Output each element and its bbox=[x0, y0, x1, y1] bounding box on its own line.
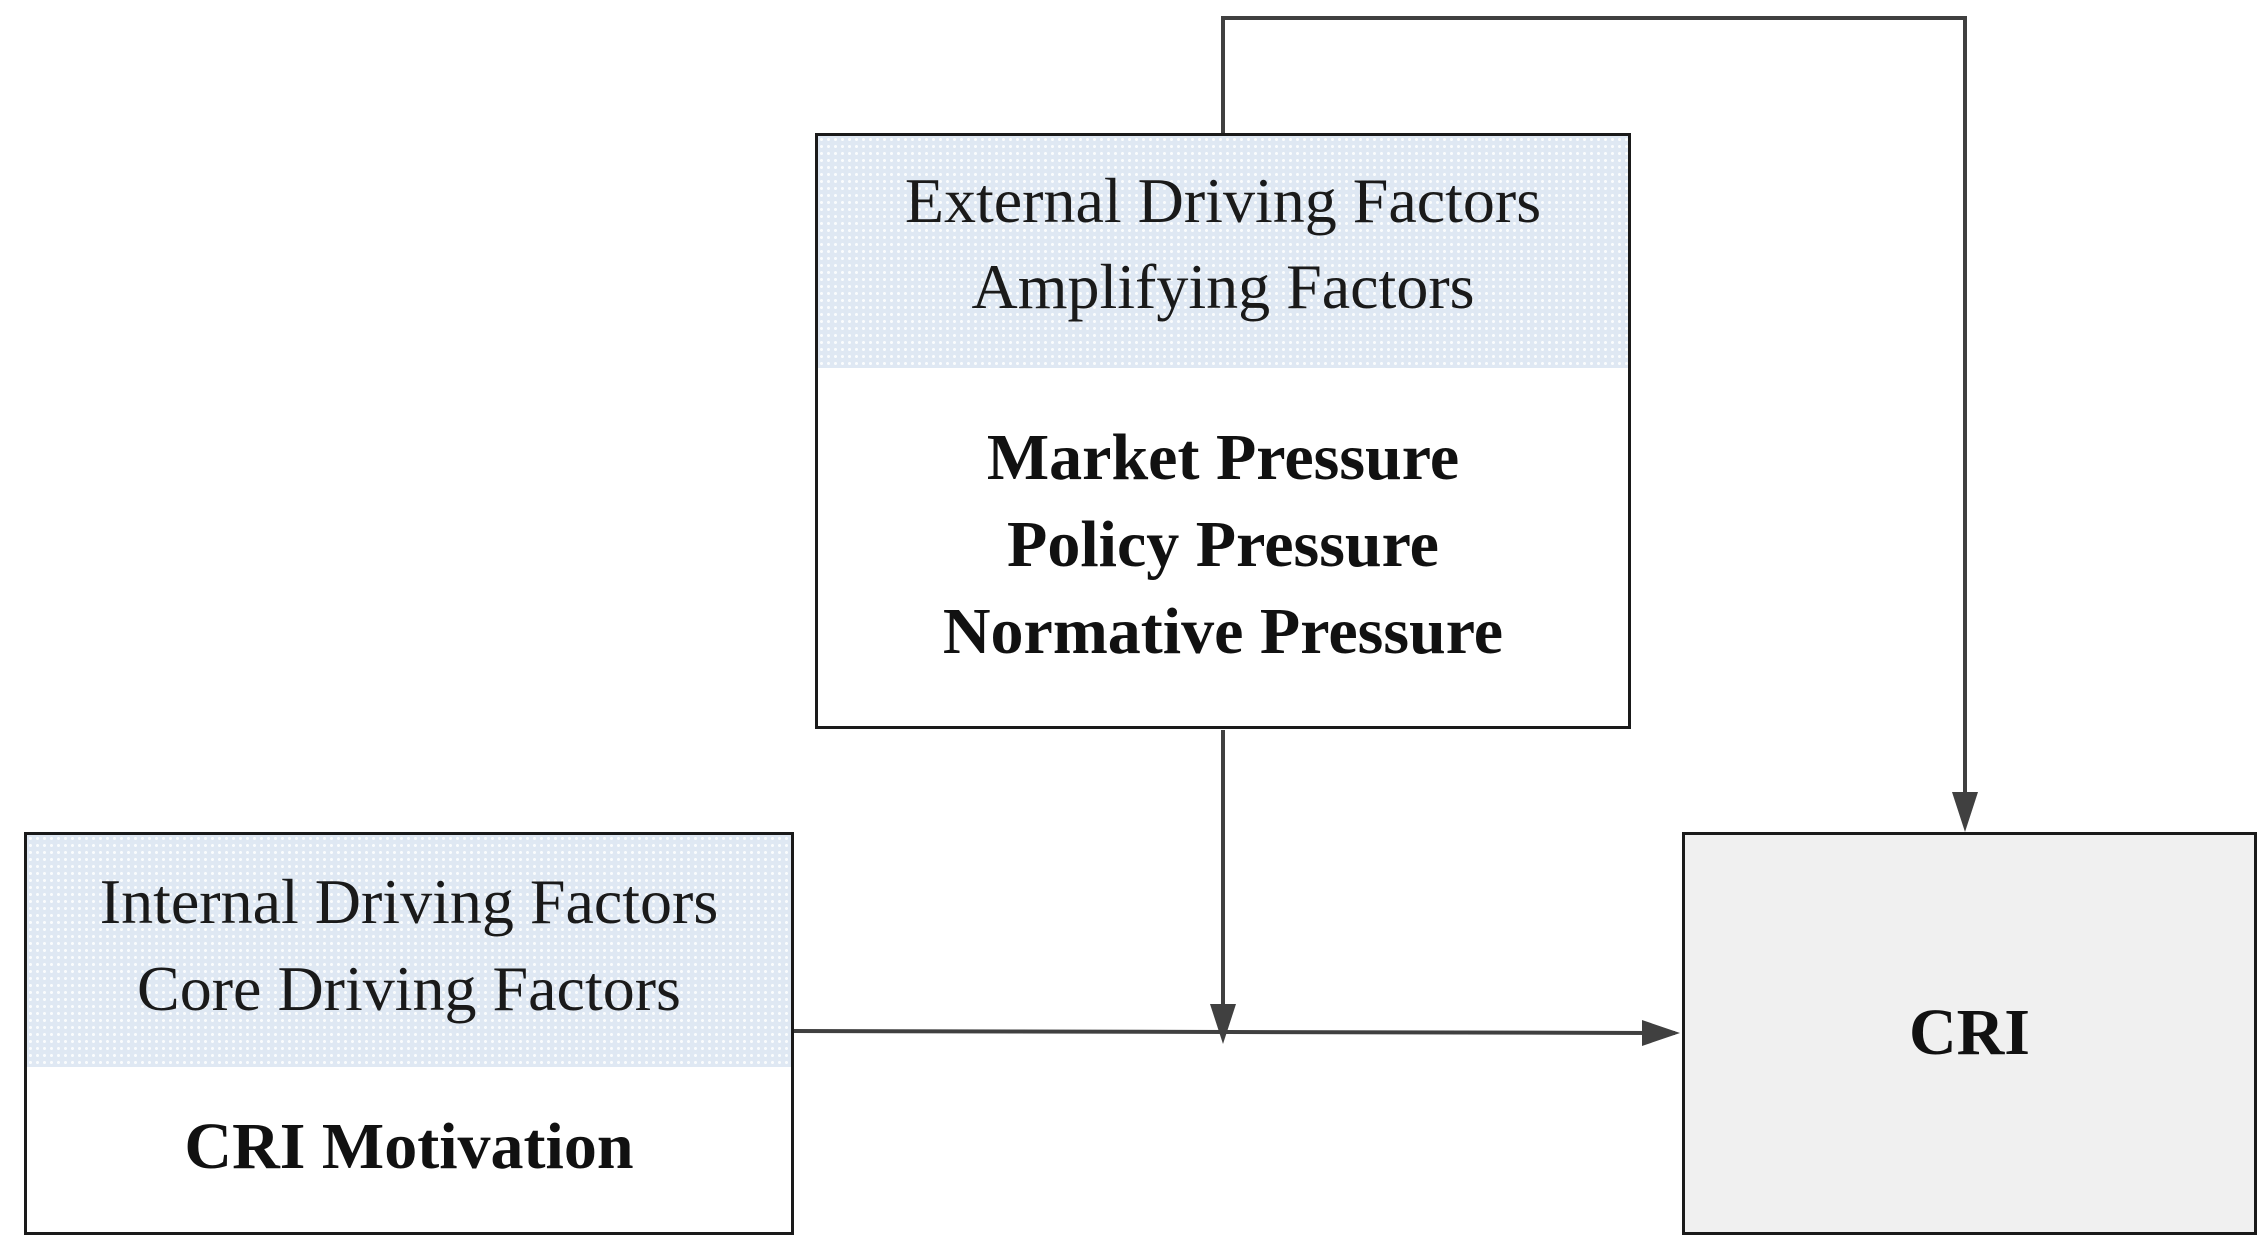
internal-factors-header bbox=[27, 835, 791, 1067]
market-pressure-label: Market Pressure bbox=[986, 421, 1460, 494]
arrowhead-external-to-path bbox=[1210, 1004, 1236, 1044]
external-header-line-2: Amplifying Factors bbox=[971, 251, 1475, 322]
external-header-line-1: External Driving Factors bbox=[904, 165, 1542, 236]
cri-outcome-label: CRI bbox=[1908, 996, 2030, 1069]
cri-motivation-label: CRI Motivation bbox=[184, 1110, 634, 1183]
cri-outcome-box: CRI bbox=[1682, 832, 2257, 1235]
internal-header-line-1: Internal Driving Factors bbox=[99, 866, 719, 937]
policy-pressure-label: Policy Pressure bbox=[1007, 508, 1439, 581]
arrowhead-external-to-cri bbox=[1952, 792, 1978, 832]
arrow-internal-to-cri bbox=[791, 1029, 1676, 1035]
internal-factors-box: Internal Driving Factors Core Driving Fa… bbox=[24, 832, 794, 1235]
arrowhead-internal-to-cri bbox=[1642, 1020, 1680, 1046]
internal-header-line-2: Core Driving Factors bbox=[137, 953, 681, 1024]
external-factors-box: External Driving Factors Amplifying Fact… bbox=[815, 133, 1631, 729]
arrow-external-to-cri bbox=[1221, 16, 1967, 792]
normative-pressure-label: Normative Pressure bbox=[942, 595, 1504, 668]
external-factors-header bbox=[818, 136, 1628, 368]
